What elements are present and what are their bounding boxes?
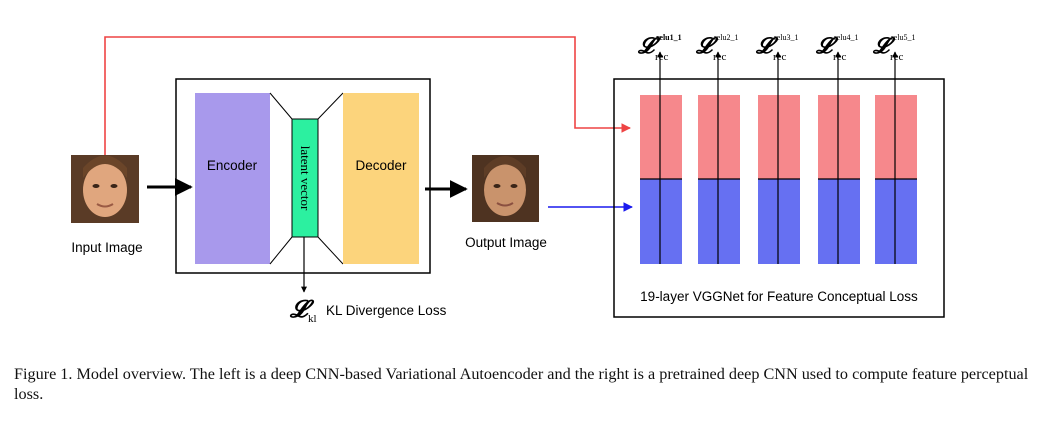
- kl-loss-subscript: kl: [308, 313, 317, 325]
- latent-vector-block: [291, 118, 319, 238]
- decoder-block: [343, 93, 419, 264]
- vgg-column-top: [758, 95, 800, 179]
- vgg-column-top: [818, 95, 860, 179]
- skip-connection-arrow: [104, 36, 631, 155]
- vgg-column-bottom: [875, 179, 917, 264]
- vgg-label: 19-layer VGGNet for Feature Conceptual L…: [640, 289, 918, 304]
- vgg-column-bottom: [640, 179, 682, 264]
- decoder-funnel-bottom: [317, 236, 344, 265]
- kl-loss-label: KL Divergence Loss: [326, 303, 447, 318]
- vgg-column-bottom: [758, 179, 800, 264]
- rec-loss-superscript: relu4_1: [834, 33, 858, 42]
- vgg-column-top: [698, 95, 740, 179]
- rec-loss-superscript: relu2_1: [714, 33, 738, 42]
- rec-loss-superscript: relu1_1: [656, 33, 682, 42]
- latent-vector-label: latent vector: [298, 146, 313, 211]
- encoder-funnel-bottom: [269, 236, 293, 265]
- rec-loss-subscript: rec: [833, 51, 847, 63]
- rec-loss-subscript: rec: [773, 51, 787, 63]
- input-face-image: [71, 155, 139, 223]
- figure-caption: Figure 1. Model overview. The left is a …: [14, 365, 1029, 403]
- vgg-column-top: [640, 95, 682, 179]
- vgg-column-top: [875, 95, 917, 179]
- rec-loss-subscript: rec: [713, 51, 727, 63]
- rec-loss-subscript: rec: [655, 51, 669, 63]
- encoder-label: Encoder: [207, 158, 258, 173]
- vgg-column-bottom: [698, 179, 740, 264]
- vgg-box: [613, 78, 945, 318]
- output-face-image: [472, 155, 539, 222]
- rec-loss-superscript: relu3_1: [774, 33, 798, 42]
- vae-box: [175, 78, 431, 274]
- encoder-block: [195, 93, 270, 264]
- decoder-funnel-top: [317, 92, 344, 120]
- rec-loss-subscript: rec: [890, 51, 904, 63]
- rec-loss-superscript: relu5_1: [891, 33, 915, 42]
- encoder-funnel-top: [269, 92, 293, 120]
- output-image-label: Output Image: [465, 235, 547, 250]
- input-image-label: Input Image: [71, 240, 142, 255]
- vgg-column-bottom: [818, 179, 860, 264]
- decoder-label: Decoder: [355, 158, 407, 173]
